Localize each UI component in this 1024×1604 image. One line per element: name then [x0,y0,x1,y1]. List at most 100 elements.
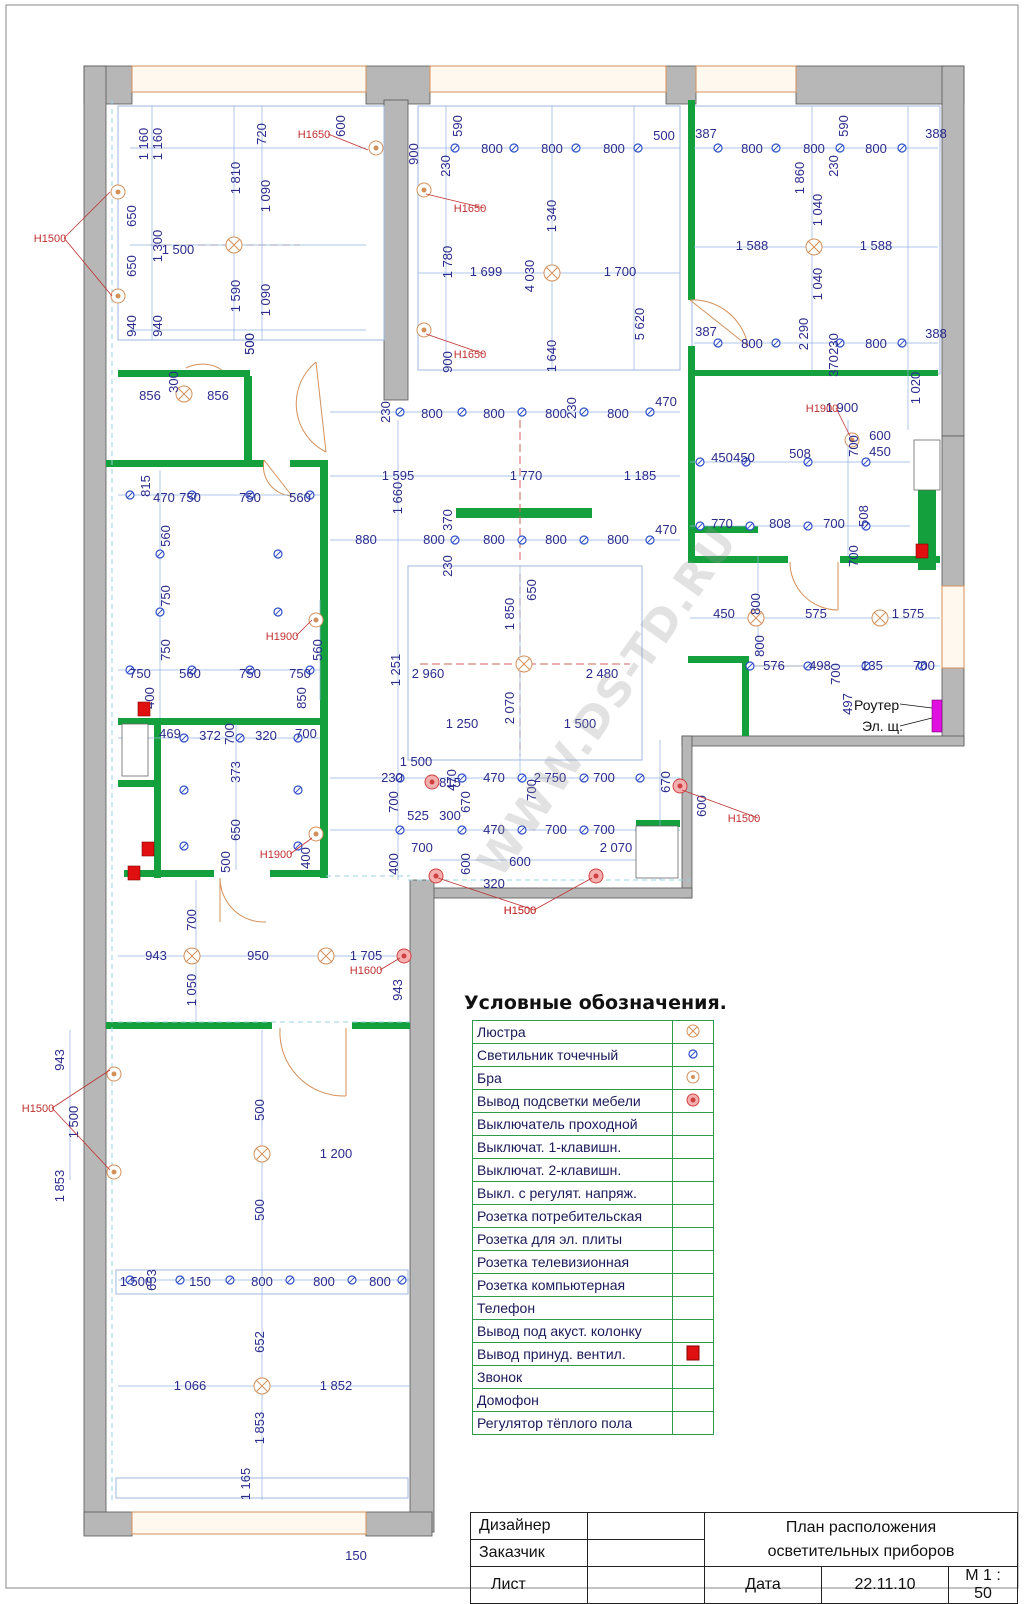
dimension-label: 560 [179,666,201,681]
dimension-label: 1 700 [604,264,637,279]
spotlight-icon [293,733,303,743]
dimension-label: 800 [545,532,567,547]
height-labels: Н1500Н1650Н1650Н1650Н1500Н1900Н1900Н1900… [22,129,851,1171]
spotlight-icon [125,665,135,675]
dimension-label: 470 [444,769,459,791]
height-label: Н1900 [806,403,838,415]
dimension-label: 800 [251,1274,273,1289]
dimension-label: 575 [805,606,827,621]
spotlight-icon [635,773,645,783]
dimension-label: 508 [856,505,871,527]
dimension-label: 800 [752,635,767,657]
dimension-label: 943 [52,1049,67,1071]
legend-row: Бра [472,1066,714,1090]
dimension-label: 230 [438,155,453,177]
legend-symbol [672,1411,714,1435]
vent-icon [686,1345,700,1360]
legend-symbol [672,1066,714,1090]
spotlight-icon [395,407,405,417]
legend-row: Вывод подсветки мебели [472,1089,714,1113]
legend-symbol [672,1388,714,1412]
dimension-label: 1 050 [184,974,199,1007]
chandelier-icon [253,1145,271,1163]
spotlight-icon [835,338,845,348]
spotlight-icon [835,143,845,153]
dimension-label: 2 290 [796,318,811,351]
sconce-icon [686,1070,700,1083]
legend-label: Вывод подсветки мебели [472,1089,673,1113]
height-label: Н1500 [504,905,536,917]
dimension-label: 1 588 [860,238,893,253]
spotlight-icon [897,338,907,348]
dimension-label: 800 [545,406,567,421]
dimension-label: 230 [378,401,393,423]
exterior-walls [83,65,965,1537]
legend-label: Выкл. с регулят. напряж. [472,1181,673,1205]
legend-row: Люстра [472,1020,714,1044]
drawing-title-line1: План расположения [785,1518,937,1536]
dimension-label: 373 [228,761,243,783]
spotlight-icon [688,1048,698,1059]
height-label: Н1900 [266,631,298,643]
legend-symbol [672,1112,714,1136]
legend-row: Розетка потребительская [472,1204,714,1228]
dimension-label: 1 165 [238,1468,253,1501]
spotlight-icon [273,549,283,559]
legend-title: Условные обозначения. [464,992,727,1014]
windows [131,65,965,1535]
dimension-label: 230 [826,333,841,355]
spotlight-icon [571,143,581,153]
dimension-label: 1 900 [826,400,859,415]
spotlight-icon [745,521,755,531]
sconce-icon [416,182,432,198]
dimension-label: 1 640 [544,340,559,373]
dimension-label: 576 [763,658,785,673]
spotlight-icon [771,143,781,153]
spotlight-icon [395,773,405,783]
designer-value [587,1512,705,1540]
dimension-label: 800 [483,532,505,547]
chandelier-icon [805,238,823,256]
dimension-label: 2 480 [586,666,619,681]
spotlight-icon [457,407,467,417]
spotlight-icon [579,773,589,783]
dimension-label: 469 [159,726,181,741]
dimension-label: 800 [607,532,629,547]
spotlight-icon [187,490,197,500]
sconce-icon [844,432,860,448]
spotlight-icon [695,521,705,531]
height-leader [437,877,535,911]
dimension-label: 1 340 [544,200,559,233]
dimension-label: 700 [524,779,539,801]
chandelier-icon [871,609,889,627]
dimension-label: 815 [138,475,153,497]
spotlight-icon [245,665,255,675]
spotlight-icon [517,825,527,835]
dimension-label: 1 853 [252,1412,267,1445]
spotlight-icon [125,490,135,500]
dimension-label: 808 [769,516,791,531]
drawing-title: План расположения осветительных приборов [704,1512,1018,1567]
dimension-label: 700 [411,840,433,855]
dimension-label: 2 070 [502,692,517,725]
dimension-label: 230 [826,155,841,177]
dimension-label: 1 699 [470,264,503,279]
customer-label: Заказчик [470,1539,588,1567]
designer-label: Дизайнер [470,1512,588,1540]
dimension-label: 508 [789,446,811,461]
sconce-icon [110,288,126,304]
dimension-label: 5 620 [632,308,647,341]
spotlight-icon [235,733,245,743]
legend-label: Светильник точечный [472,1043,673,1067]
dimension-label: 800 [603,141,625,156]
dimension-label: 1 200 [320,1146,353,1161]
dimension-label: 900 [440,351,455,373]
dimension-label: 387 [695,126,717,141]
dimension-label: 388 [925,326,947,341]
spotlight-icon [305,490,315,500]
legend-row: Светильник точечный [472,1043,714,1067]
spotlight-icon [861,521,871,531]
dimension-label: 497 [840,693,855,715]
dimension-label: 470 [153,490,175,505]
dimension-label: 800 [865,141,887,156]
